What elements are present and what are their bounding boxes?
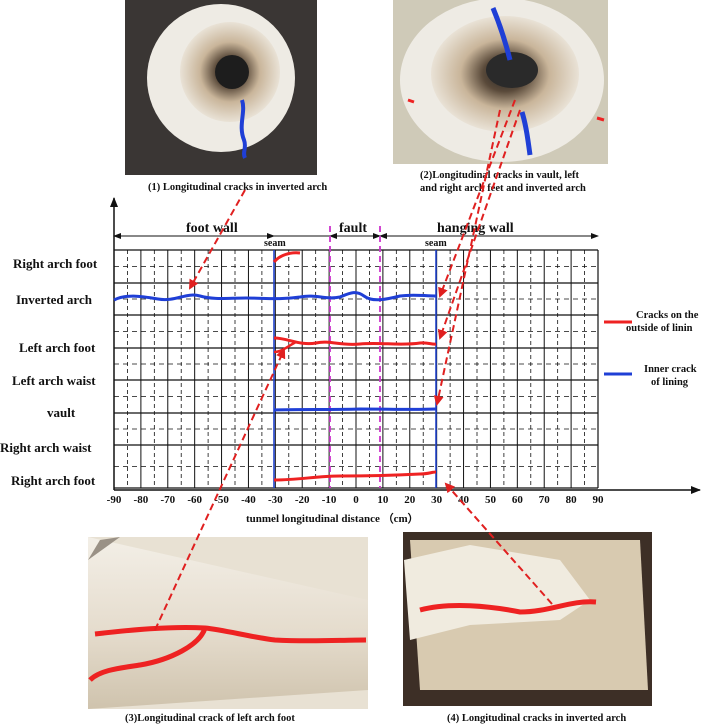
x-tick-label: -60 [187, 494, 202, 506]
row-label-right-arch-foot-bottom: Right arch foot [11, 473, 96, 488]
grid-minor [114, 250, 598, 488]
seam-label-left: seam [264, 238, 286, 249]
zone-fault: fault [339, 221, 367, 236]
photo-2-caption-line-1: (2)Longitudinal cracks in vault, left [420, 170, 579, 181]
row-label-right-arch-waist: Right arch waist [0, 440, 92, 455]
seam-label-right: seam [425, 238, 447, 249]
crack-inner-vault [273, 407, 437, 412]
x-tick-labels: -90 -80 -70 -60 -50 -40 -30 -20 -10 0 10 20 30 40 50 60… [107, 494, 604, 506]
legend-inner-line-1: Inner crack [644, 364, 697, 375]
x-tick-label: -80 [134, 494, 149, 506]
crack-chart: foot wall fault hanging wall seam seam R… [0, 197, 701, 525]
x-tick-label: 70 [539, 494, 551, 506]
arrow-photo2-to-left-arch-foot [437, 109, 521, 340]
legend-outside-line-2: outside of linin [626, 323, 693, 334]
row-label-right-arch-foot-top: Right arch foot [13, 256, 98, 271]
x-tick-label: -90 [107, 494, 122, 506]
crack-outer-left-arch-foot-branch [273, 340, 297, 354]
x-tick-label: -20 [295, 494, 310, 506]
photo-2-caption-line-2: and right arch feet and inverted arch [420, 183, 586, 194]
crack-inner-inverted-arch [113, 291, 437, 302]
x-tick-label: 10 [377, 494, 389, 506]
crack-outer-right-arch-foot-top [272, 251, 301, 264]
arrow-photo2-to-inverted-arch [438, 99, 516, 298]
arrow-photo3-to-left-arch-foot [154, 348, 286, 631]
legend-outside-line-1: Cracks on the [636, 310, 699, 321]
x-tick-label: -70 [160, 494, 175, 506]
x-tick-label: -40 [241, 494, 256, 506]
photo-4-caption: (4) Longitudinal cracks in inverted arch [447, 713, 626, 724]
x-tick-label: 50 [485, 494, 497, 506]
x-axis-title: tunmel longitudinal distance （cm） [246, 512, 419, 525]
crack-outer-right-arch-foot-bottom [273, 470, 437, 482]
photo-2 [393, 0, 608, 164]
x-tick-label: 80 [566, 494, 578, 506]
x-tick-label: 90 [593, 494, 605, 506]
photo-1 [125, 0, 317, 175]
x-tick-label: -50 [214, 494, 229, 506]
row-label-inverted-arch: Inverted arch [16, 292, 93, 307]
photo-3-caption: (3)Longitudinal crack of left arch foot [125, 713, 295, 724]
legend: Cracks on the outside of linin Inner cra… [604, 310, 699, 388]
photo-4 [403, 532, 652, 706]
photo-3 [88, 537, 368, 709]
row-label-left-arch-foot: Left arch foot [19, 340, 96, 355]
arrow-photo2-to-vault [433, 109, 501, 406]
row-label-left-arch-waist: Left arch waist [12, 373, 96, 388]
x-tick-label: 30 [431, 494, 443, 506]
arrow-photo1-to-inverted-arch [189, 189, 246, 290]
x-tick-label: 60 [512, 494, 524, 506]
crack-outer-left-arch-foot [273, 336, 437, 346]
legend-inner-line-2: of lining [651, 377, 689, 388]
photo-1-caption: (1) Longitudinal cracks in inverted arch [148, 182, 327, 193]
x-tick-label: -10 [322, 494, 337, 506]
x-tick-label: 20 [404, 494, 416, 506]
zone-foot-wall: foot wall [186, 221, 238, 236]
row-label-vault: vault [47, 405, 76, 420]
arrow-photo4-to-right-arch-foot [444, 482, 553, 605]
x-tick-label: 40 [458, 494, 470, 506]
connector-arrows [154, 99, 553, 631]
x-tick-label: -30 [268, 494, 283, 506]
x-tick-label: 0 [353, 494, 359, 506]
grid [113, 249, 599, 489]
